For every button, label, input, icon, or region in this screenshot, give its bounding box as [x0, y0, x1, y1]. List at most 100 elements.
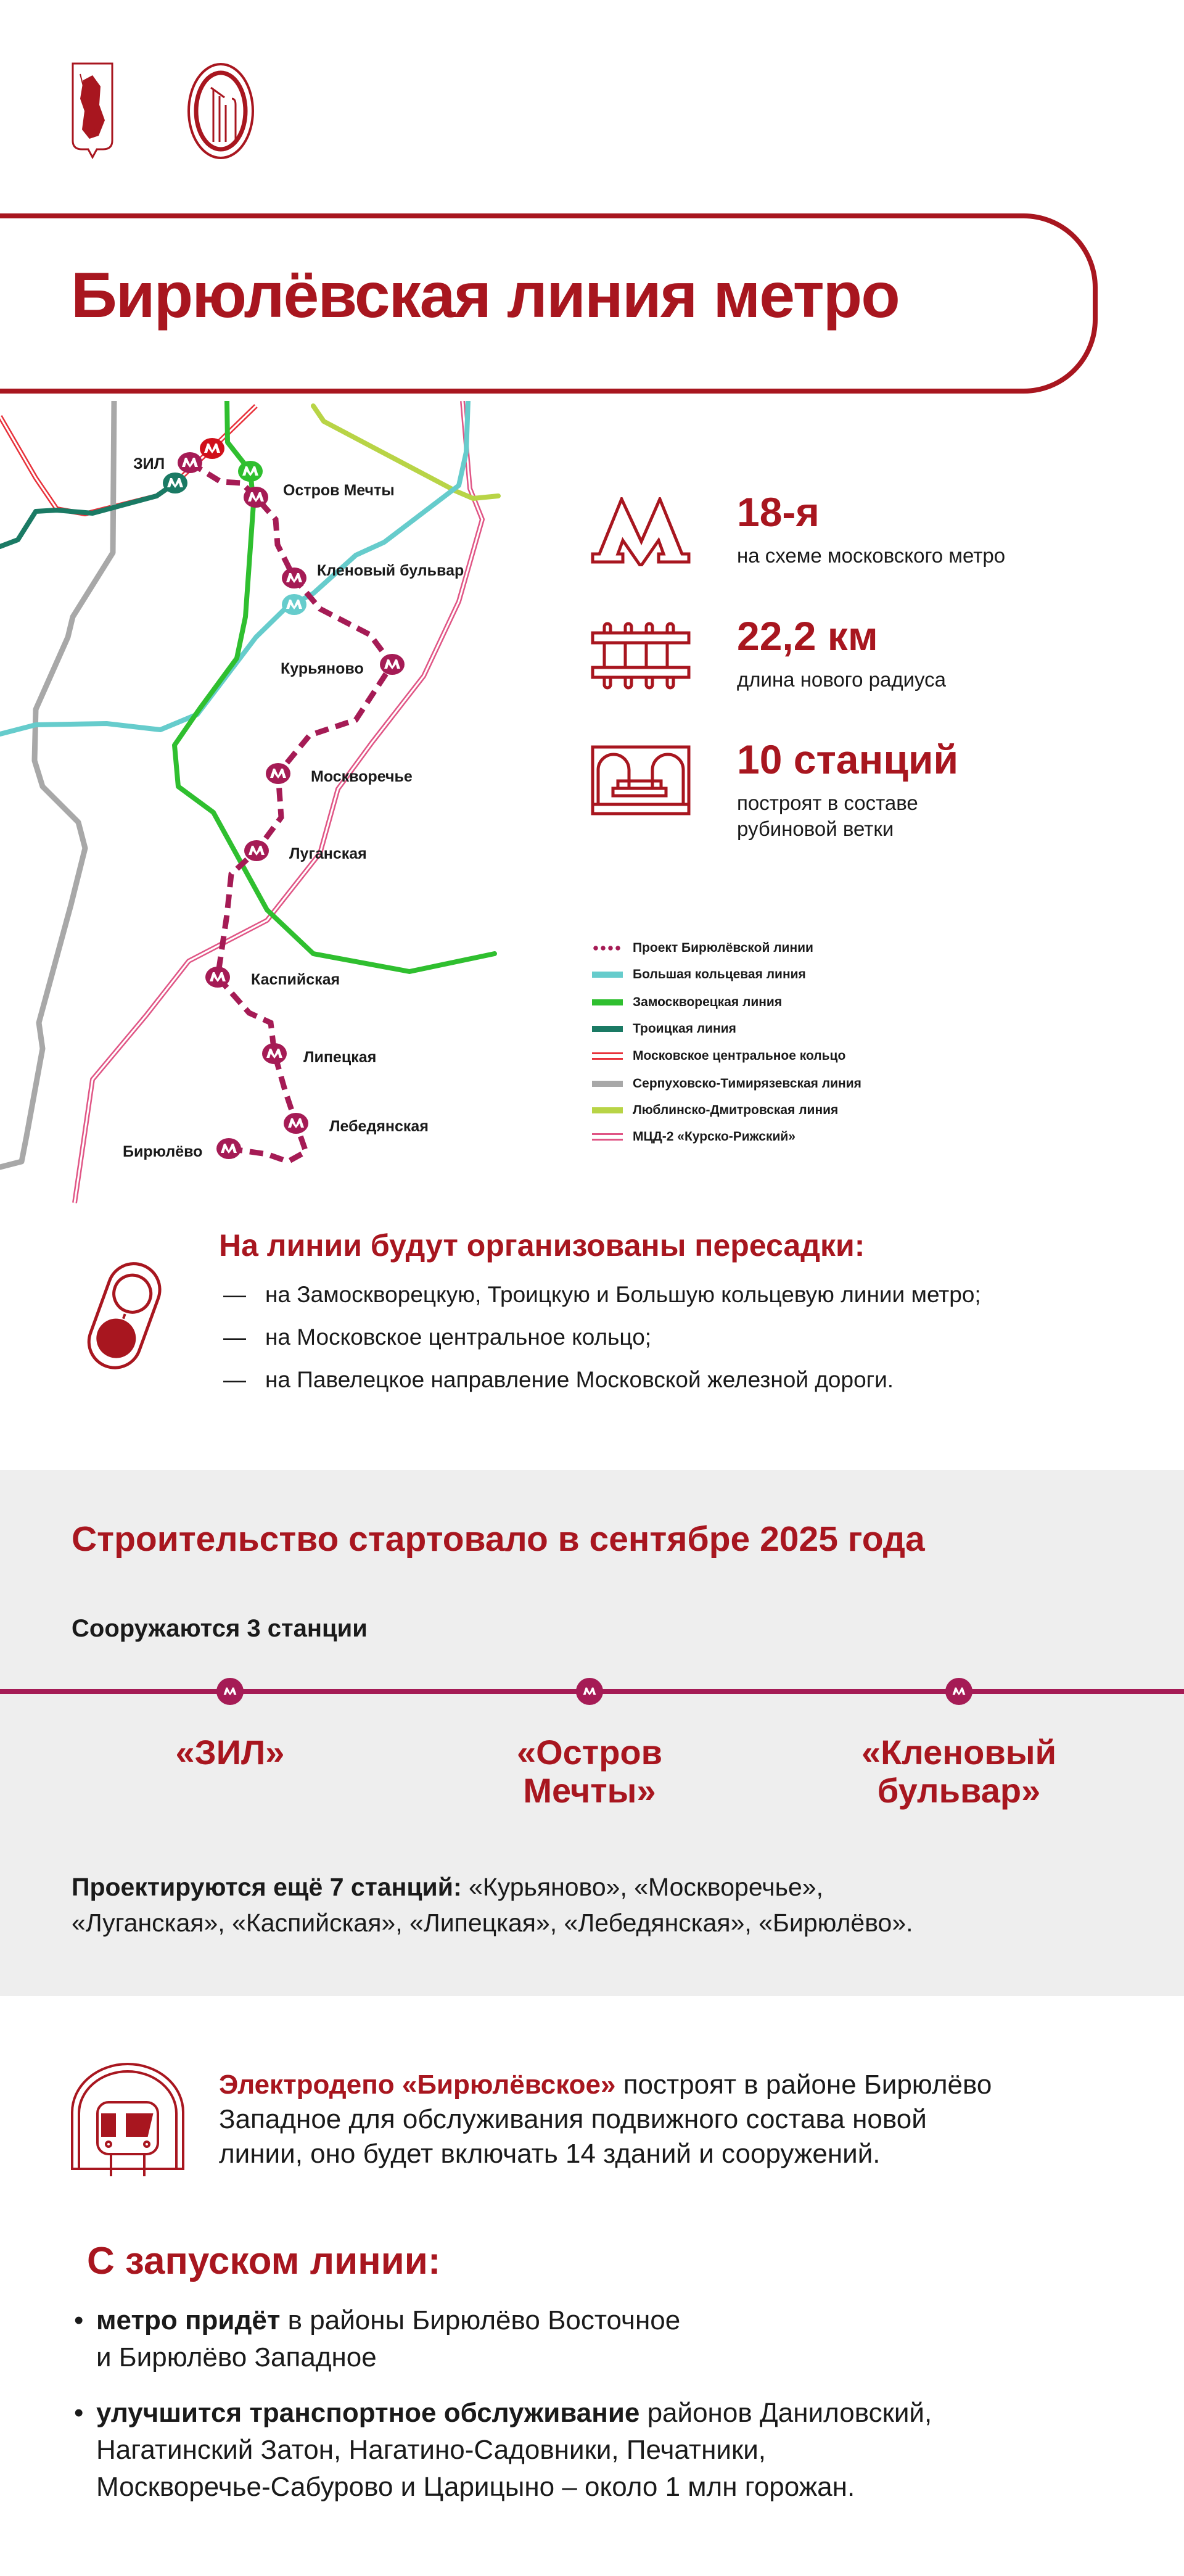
- legend-item: Большая кольцевая линия: [592, 965, 806, 984]
- transfer-text: на Павелецкое направление Московской жел…: [265, 1367, 894, 1392]
- bullet-text: и Бирюлёво Западное: [96, 2342, 377, 2372]
- station-marker: [244, 840, 269, 861]
- station-marker: [576, 1678, 603, 1705]
- transfer-item: — на Павелецкое направление Московской же…: [223, 1367, 894, 1393]
- station-marker: [178, 452, 202, 473]
- building-label: Сооружаются 3 станции: [72, 1615, 368, 1642]
- station-marker: [205, 967, 230, 988]
- building-station-name: «ЗИЛ»: [107, 1733, 353, 1772]
- zamoskvoretskaya-station-marker: [238, 461, 263, 482]
- biryulevskaya-project-line: [188, 460, 396, 1165]
- legend-swatch: [592, 1107, 623, 1113]
- rails-icon: [591, 622, 691, 690]
- station-label: Луганская: [289, 845, 367, 862]
- depot-line: линии, оно будет включать 14 зданий и со…: [219, 2139, 881, 2169]
- station-label: ЗИЛ: [133, 455, 165, 473]
- legend-item: Люблинско-Дмитровская линия: [592, 1101, 838, 1120]
- legend-item: МЦД-2 «Курско-Рижский»: [592, 1128, 796, 1146]
- designed-list-2: «Луганская», «Каспийская», «Липецкая», «…: [72, 1909, 913, 1937]
- legend-label: Серпуховско-Тимирязевская линия: [633, 1076, 861, 1091]
- station-marker: [216, 1678, 244, 1705]
- moscow-coat-of-arms-logo: [72, 62, 113, 160]
- legend-label: МЦД-2 «Курско-Рижский»: [633, 1129, 796, 1144]
- depot-name: Электродепо «Бирюлёвское»: [219, 2070, 616, 2100]
- legend-swatch: [592, 999, 623, 1005]
- troitskaya-station-marker: [163, 473, 187, 493]
- station-marker: [284, 1113, 308, 1134]
- transfer-item: —на Московское центральное кольцо;: [223, 1324, 651, 1350]
- legend-swatch: [592, 1052, 623, 1060]
- depot-train-icon: [71, 2063, 184, 2176]
- designed-stations-text: Проектируются ещё 7 станций: «Курьяново»…: [72, 1869, 913, 1941]
- launch-bullet: •улучшится транспортное обслуживание рай…: [74, 2395, 932, 2506]
- station-marker: [244, 487, 268, 508]
- station-label: Курьяново: [281, 660, 364, 677]
- bullet-dot: •: [74, 2305, 84, 2335]
- legend-item: Замоскворецкая линия: [592, 993, 782, 1012]
- dash: —: [223, 1282, 246, 1307]
- legend-label: Проект Бирюлёвской линии: [633, 941, 813, 955]
- bullet-text: Москворечье-Сабурово и Царицыно – около …: [96, 2472, 855, 2502]
- depot-line: Западное для обслуживания подвижного сос…: [219, 2104, 927, 2134]
- transfers-heading: На линии будут организованы пересадки:: [219, 1228, 865, 1263]
- transfer-item: — на Замоскворецкую, Троицкую и Большую к…: [223, 1282, 981, 1308]
- station-marker: [380, 654, 405, 675]
- designed-label: Проектируются ещё 7 станций:: [72, 1873, 462, 1901]
- legend-swatch: [592, 972, 623, 978]
- station-name-line: «ЗИЛ»: [175, 1733, 285, 1772]
- legend-item: Московское центральное кольцо: [592, 1047, 845, 1065]
- legend-label: Люблинско-Дмитровская линия: [633, 1103, 839, 1117]
- mcd2-line: [72, 401, 485, 1203]
- station-label: Остров Мечты: [283, 482, 395, 499]
- station-name-line: «Кленовый: [861, 1733, 1056, 1772]
- stat-value: 10 станций: [737, 737, 959, 782]
- bullet-text: Нагатинский Затон, Нагатино-Садовники, П…: [96, 2435, 766, 2465]
- legend-label: Замоскворецкая линия: [633, 995, 783, 1009]
- legend-label: Большая кольцевая линия: [633, 967, 806, 981]
- title-frame: [0, 213, 1098, 394]
- station-label: Липецкая: [303, 1049, 376, 1066]
- dash: —: [223, 1367, 246, 1392]
- bullet-bold: улучшится транспортное обслуживание: [96, 2398, 640, 2428]
- station-marker: [262, 1043, 287, 1064]
- serpukhovskaya-line: [0, 401, 117, 1170]
- construction-department-logo: [187, 63, 254, 159]
- construction-heading: Строительство стартовало в сентябре 2025…: [72, 1519, 925, 1559]
- bullet-bold: метро придёт: [96, 2305, 281, 2335]
- stat-caption: построят в составе: [737, 791, 918, 814]
- designed-list-1: «Курьяново», «Москворечье»,: [461, 1873, 823, 1901]
- stat-caption: на схеме московского метро: [737, 544, 1006, 567]
- legend-item: Проект Бирюлёвской линии: [592, 939, 813, 957]
- legend-item: Серпуховско-Тимирязевская линия: [592, 1075, 861, 1093]
- station-label: Каспийская: [251, 971, 340, 988]
- station-name-line: «Остров: [516, 1733, 663, 1772]
- bkl-station-marker: [282, 594, 306, 615]
- station-icon: [591, 745, 691, 815]
- station-label: Бирюлёво: [123, 1143, 202, 1160]
- launch-heading: С запуском линии:: [87, 2240, 441, 2282]
- bullet-text: в районы Бирюлёво Восточное: [280, 2305, 681, 2335]
- mcc-station-marker: [200, 438, 224, 459]
- stat-value: 22,2 км: [737, 613, 878, 659]
- station-marker: [216, 1138, 241, 1159]
- stat-value: 18-я: [737, 489, 820, 535]
- stat-caption: рубиновой ветки: [737, 817, 894, 840]
- transfer-text: на Замоскворецкую, Троицкую и Большую ко…: [265, 1282, 981, 1307]
- station-marker: [266, 763, 290, 784]
- depot-text: Электродепо «Бирюлёвское» построят в рай…: [219, 2068, 992, 2171]
- legend-item: Троицкая линия: [592, 1020, 736, 1038]
- station-label: Кленовый бульвар: [317, 562, 464, 579]
- stat-caption: длина нового радиуса: [737, 668, 946, 691]
- lublinskaya-line: [311, 403, 501, 501]
- launch-bullet: • метро придёт в районы Бирюлёво Восточно…: [74, 2302, 680, 2376]
- bullet-text: районов Даниловский,: [639, 2398, 932, 2428]
- depot-line: построят в районе Бирюлёво: [615, 2070, 992, 2100]
- station-label: Лебедянская: [329, 1118, 429, 1135]
- transfer-text: на Московское центральное кольцо;: [265, 1324, 652, 1350]
- legend-swatch: [592, 945, 623, 951]
- construction-section: [0, 1470, 1184, 1996]
- station-label: Москворечье: [311, 768, 413, 785]
- page-title: Бирюлёвская линия метро: [71, 260, 900, 331]
